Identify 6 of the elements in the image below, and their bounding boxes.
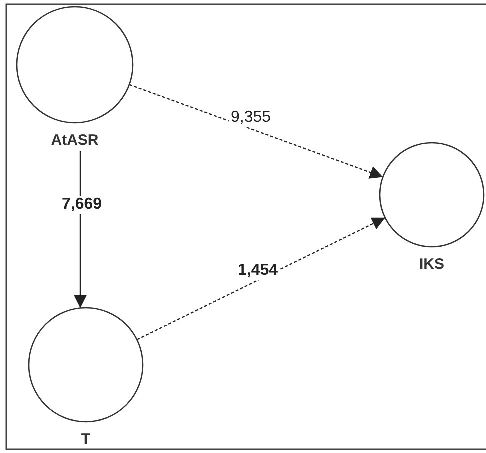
arrow	[74, 151, 87, 308]
path-coefficient: 1,454	[236, 262, 280, 280]
path-coefficient: 7,669	[60, 196, 104, 214]
arrow	[136, 217, 386, 340]
arrow	[129, 84, 384, 179]
path-coefficient: 9,355	[229, 109, 274, 127]
